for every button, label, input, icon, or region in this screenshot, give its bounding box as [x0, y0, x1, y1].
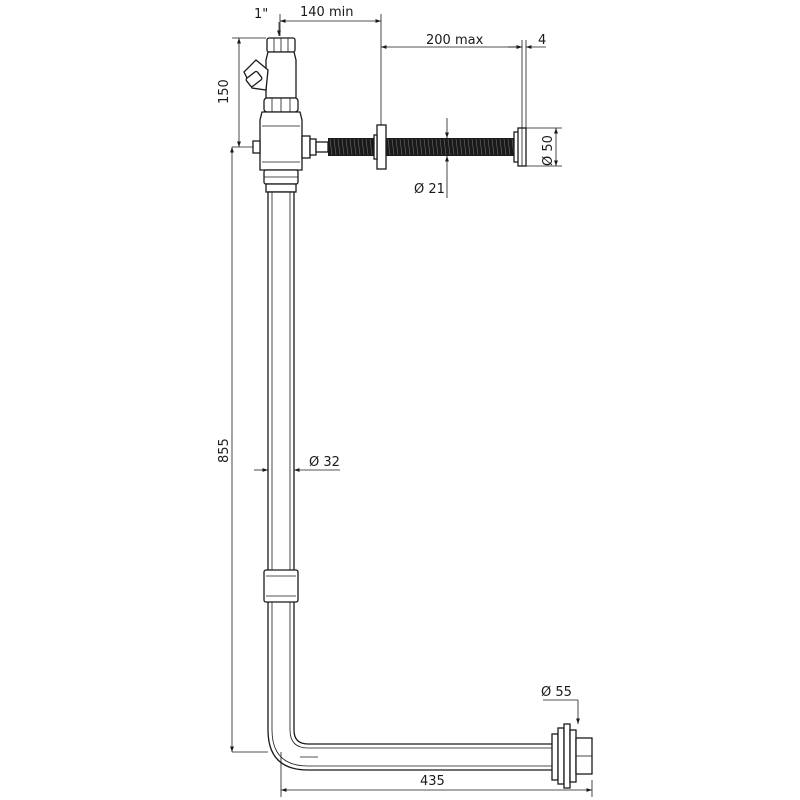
tube-diameter-label: Ø 21 — [414, 182, 445, 197]
plate-thickness-label: 4 — [538, 33, 546, 48]
dimension-labels: 1" 140 min 200 max 4 150 Ø 21 Ø 50 Ø 32 … — [217, 5, 572, 789]
flush-pipe — [263, 191, 560, 771]
pipe-diameter-label: Ø 32 — [309, 455, 340, 470]
stop-valve-cap — [243, 59, 269, 91]
flush-valve — [243, 37, 329, 193]
outlet-diameter-label: Ø 55 — [541, 685, 572, 700]
max-length-label: 200 max — [426, 33, 484, 48]
valve-height-label: 150 — [217, 79, 232, 104]
min-distance-label: 140 min — [300, 5, 353, 20]
inlet-thread-label: 1" — [254, 7, 268, 22]
dimension-lines — [230, 14, 593, 797]
outlet-connector — [551, 723, 593, 789]
plate-diameter-label: Ø 50 — [541, 135, 556, 166]
total-height-label: 855 — [217, 438, 232, 463]
push-tube — [328, 124, 527, 170]
outlet-length-label: 435 — [420, 774, 445, 789]
